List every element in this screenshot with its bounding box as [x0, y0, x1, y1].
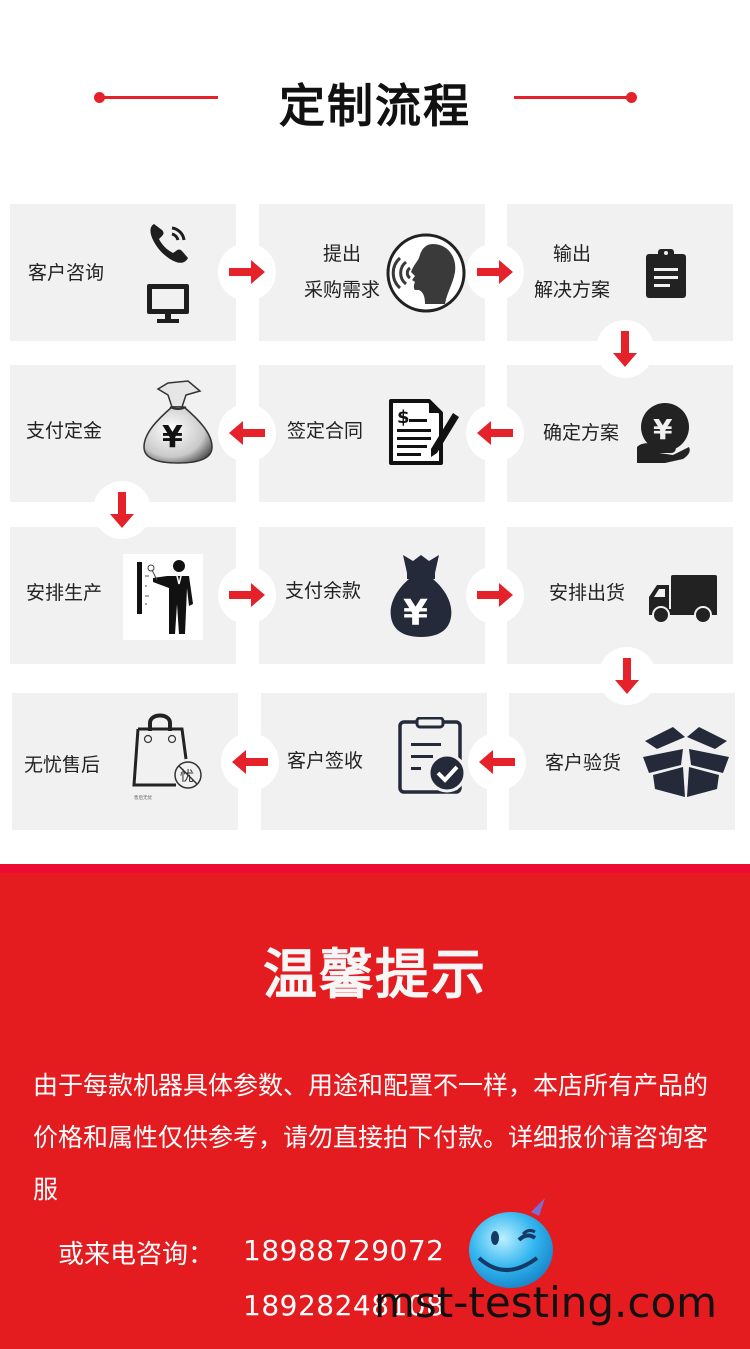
- svg-text:¥: ¥: [403, 593, 428, 634]
- step-card: 签定合同 $: [259, 365, 485, 502]
- step-label: 支付定金: [26, 420, 103, 442]
- tips-text: 由于每款机器具体参数、用途和配置不一样，本店所有产品的价格和属性仅供参考，请勿直…: [33, 1071, 709, 1204]
- arrow-left-icon: [477, 421, 513, 445]
- step-label: 无忧售后: [24, 754, 101, 776]
- clipboard-icon: [644, 248, 688, 304]
- arrow-right-connector: [218, 243, 276, 301]
- arrow-down-connector: [93, 481, 151, 539]
- arrow-left-connector: [218, 404, 276, 462]
- title-decoration-line-right: [514, 96, 632, 99]
- step-label: 客户验货: [545, 752, 622, 774]
- contract-sign-icon: $: [387, 397, 463, 473]
- step-label: 客户咨询: [28, 262, 105, 284]
- step-label: 确定方案: [543, 422, 620, 444]
- title-decoration-line-left: [100, 96, 218, 99]
- arrow-down-icon: [110, 492, 134, 528]
- watermark-text: mst-testing.com: [374, 1278, 718, 1327]
- arrow-right-icon: [229, 583, 265, 607]
- shopping-bag-icon: 忧 售后无忧: [130, 709, 210, 809]
- arrow-left-icon: [229, 421, 265, 445]
- arrow-right-icon: [477, 260, 513, 284]
- arrow-down-icon: [615, 658, 639, 694]
- arrow-down-icon: [613, 331, 637, 367]
- header: 定制流程: [0, 0, 750, 200]
- step-label: 客户签收: [287, 750, 364, 772]
- step-card: 支付余款 ¥: [259, 527, 485, 664]
- arrow-left-icon: [479, 750, 515, 774]
- arrow-right-connector: [218, 566, 276, 624]
- svg-text:¥: ¥: [162, 420, 183, 455]
- step-label: 安排生产: [26, 582, 103, 604]
- arrow-left-connector: [221, 733, 279, 791]
- step-card: 支付定金 ¥: [10, 365, 236, 502]
- yuan-hand-icon: ¥: [635, 401, 691, 469]
- arrow-right-connector: [466, 243, 524, 301]
- truck-icon: [647, 573, 719, 629]
- arrow-left-icon: [232, 750, 268, 774]
- worker-icon: [123, 554, 203, 640]
- step-card: 输出 解决方案: [507, 204, 733, 341]
- tips-top-bar: [0, 864, 750, 873]
- step-label: 支付余款: [285, 580, 362, 602]
- arrow-right-icon: [477, 583, 513, 607]
- yuan-bag-icon: ¥: [387, 551, 455, 643]
- tips-section: 温馨提示 由于每款机器具体参数、用途和配置不一样，本店所有产品的价格和属性仅供参…: [0, 864, 750, 1349]
- open-box-icon: [639, 723, 733, 803]
- step-label: 签定合同: [287, 420, 364, 442]
- page-title: 定制流程: [279, 79, 471, 133]
- step-label-line: 采购需求: [303, 279, 380, 302]
- phone-number-1[interactable]: 18988729072: [243, 1234, 445, 1267]
- phone-icon: [146, 220, 192, 270]
- step-label: 安排出货: [549, 582, 626, 604]
- money-bag-icon: ¥: [138, 379, 218, 471]
- step-label: 提出 采购需求: [297, 236, 387, 308]
- phone-label: 或来电咨询：: [58, 1240, 215, 1270]
- step-card: 安排生产: [10, 527, 236, 664]
- step-card: 无忧售后 忧 售后无忧: [12, 693, 238, 830]
- monitor-icon: [145, 282, 191, 328]
- step-label: 输出 解决方案: [527, 236, 617, 308]
- step-label-line: 解决方案: [533, 279, 610, 302]
- bag-badge-text: 忧: [180, 769, 194, 785]
- svg-text:$: $: [397, 407, 410, 428]
- step-label-line: 提出: [322, 243, 361, 265]
- tips-title: 温馨提示: [263, 942, 487, 1006]
- checklist-icon: [397, 716, 469, 801]
- arrow-right-icon: [229, 260, 265, 284]
- bag-caption: 售后无忧: [134, 794, 152, 801]
- arrow-left-connector: [466, 404, 524, 462]
- arrow-down-connector: [598, 647, 656, 705]
- arrow-left-connector: [468, 733, 526, 791]
- step-card: 客户签收: [261, 693, 487, 830]
- step-card: 客户验货: [509, 693, 735, 830]
- title-decoration-dot-right: [626, 92, 637, 103]
- arrow-right-connector: [466, 566, 524, 624]
- winking-mascot-icon: [465, 1194, 565, 1292]
- step-label-line: 输出: [552, 243, 591, 265]
- step-card: 客户咨询: [10, 204, 236, 341]
- step-card: 确定方案 ¥: [507, 365, 733, 502]
- title-decoration-dot-left: [94, 92, 105, 103]
- phone-number-2[interactable]: 18928248108: [243, 1289, 445, 1322]
- speaking-head-icon: [385, 232, 467, 318]
- svg-text:¥: ¥: [653, 413, 673, 446]
- step-card: 安排出货: [507, 527, 733, 664]
- step-card: 提出 采购需求: [259, 204, 485, 341]
- arrow-down-connector: [596, 320, 654, 378]
